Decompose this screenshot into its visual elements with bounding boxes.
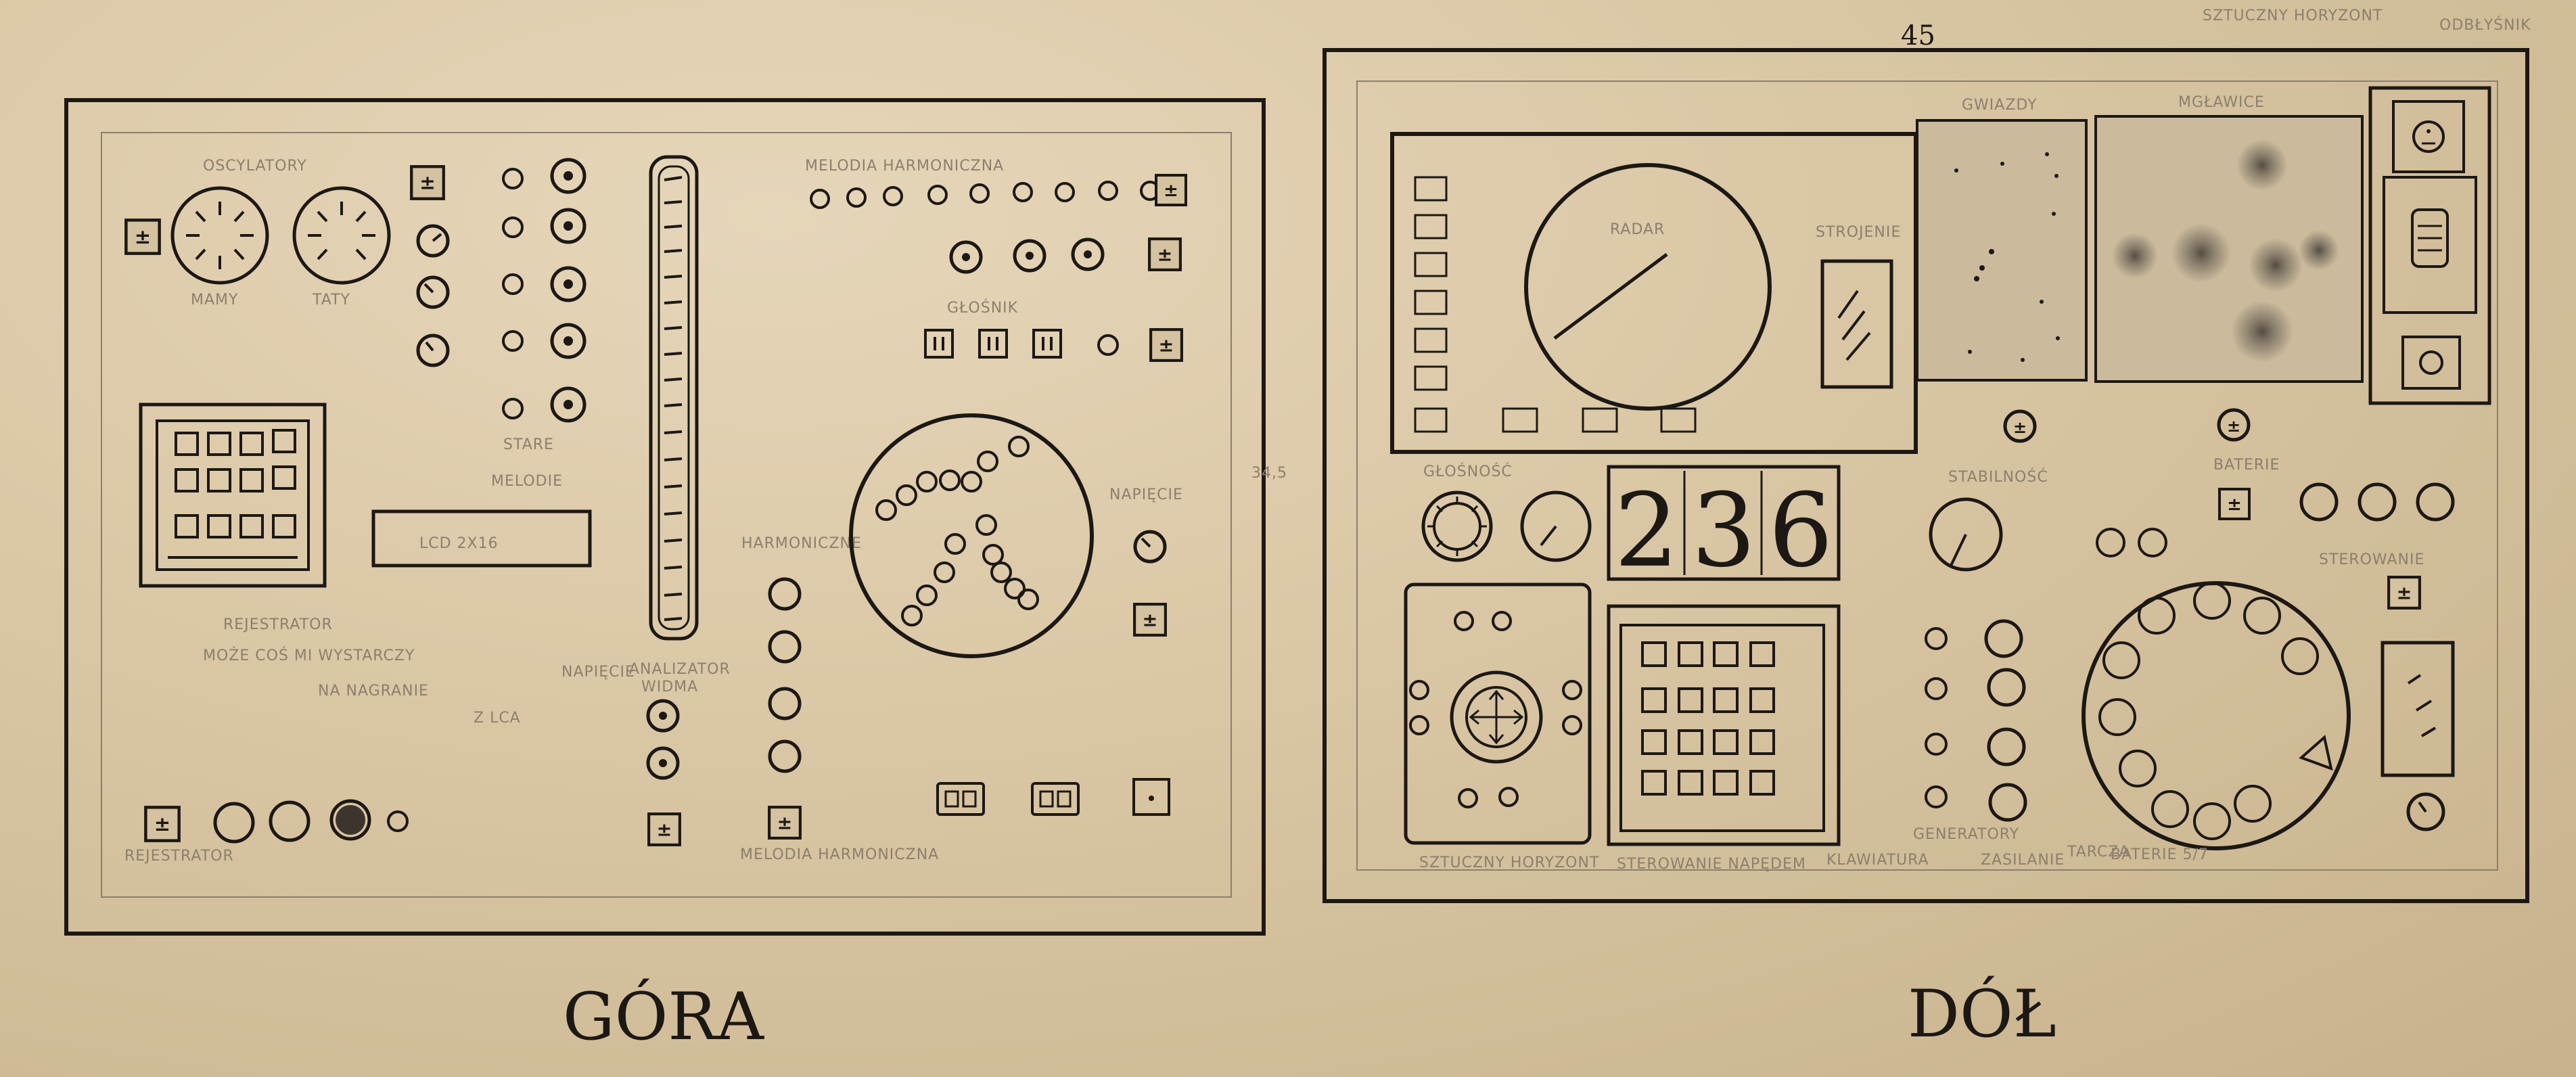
- stability-large-knob[interactable]: [1929, 497, 2003, 572]
- analyzer-label-1: ANALIZATOR: [629, 661, 731, 678]
- stars-label: GWIAZDY: [1962, 97, 2038, 114]
- plus-minus-icon[interactable]: [769, 807, 800, 838]
- bottom-note-2: STEROWANIE NAPĘDEM: [1617, 856, 1806, 873]
- bottom-switch-row[interactable]: [936, 778, 1170, 816]
- display-digit-2: 3: [1691, 472, 1755, 590]
- plus-minus-icon[interactable]: [1134, 604, 1166, 635]
- bottom-keypad[interactable]: [1607, 604, 1841, 846]
- bottom-panel-frame: [1322, 48, 2529, 903]
- screen-select-knobs[interactable]: ± ±: [2003, 408, 2251, 443]
- nebula-label: MGŁAWICE: [2178, 94, 2265, 111]
- note-line-3: NA NAGRANIE: [318, 683, 429, 700]
- top-keypad[interactable]: [139, 403, 327, 588]
- seven-segment-display: 2 3 6: [1607, 465, 1841, 590]
- lcd-label: LCD 2X16: [419, 535, 499, 552]
- registrar-buttons[interactable]: [213, 799, 409, 844]
- plus-minus-icon[interactable]: [411, 166, 444, 199]
- harmonic-melody-label: MELODIA HARMONICZNA: [740, 846, 939, 863]
- bottom-panel: 45 34,5 SZTUCZNY HORYZONT RADAR STROJENI…: [1251, 7, 2531, 1052]
- voltage-knob[interactable]: [1133, 530, 1167, 564]
- lcd-display: [371, 509, 592, 568]
- spectrum-analyzer-bar: [649, 155, 699, 641]
- dad-dial[interactable]: [292, 186, 391, 285]
- rotary-dial[interactable]: [2082, 528, 2351, 850]
- radar-screen: RADAR STROJENIE: [1390, 132, 1918, 454]
- old-melodies-switch-grid[interactable]: [502, 158, 586, 423]
- bottom-panel-title: DÓŁ: [1908, 976, 2056, 1052]
- speaker-label: GŁOŚNIK: [947, 299, 1018, 317]
- oscillators-label: OSCYLATORY: [203, 158, 307, 175]
- harmonic-melody-top-label: MELODIA HARMONICZNA: [805, 158, 1004, 175]
- plus-minus-icon[interactable]: [145, 807, 179, 840]
- plus-minus-icon[interactable]: [1155, 174, 1187, 206]
- led-row: [810, 181, 1160, 209]
- top-panel: OSCYLATORY MAMY TATY: [64, 98, 1266, 1055]
- ovals-annotation: TARCZA: [2067, 844, 2130, 861]
- panel-width-annotation: 45: [1901, 20, 1935, 51]
- svg-text:±: ±: [2013, 418, 2027, 437]
- bottom-note-4: ZASILANIE: [1981, 852, 2065, 869]
- note-line-5: NAPIĘCIE: [561, 664, 635, 681]
- steering-block[interactable]: [1404, 582, 1592, 845]
- power-meter: [2380, 641, 2455, 777]
- display-digit-3: 6: [1768, 472, 1833, 590]
- bottom-note-5: BATERIE 5/7: [2111, 846, 2209, 863]
- harmonic-label: HARMONICZNE: [741, 535, 862, 552]
- right-top-column[interactable]: [2368, 86, 2491, 405]
- top-panel-frame: [64, 98, 1266, 936]
- plus-minus-icon[interactable]: [126, 220, 159, 253]
- stability-knob[interactable]: [1520, 490, 1592, 562]
- mid-knob-row[interactable]: [949, 237, 1105, 274]
- moms-label: MAMY: [191, 292, 238, 308]
- volume-label: GŁOŚNOŚĆ: [1423, 463, 1513, 480]
- nebula-screen: MGŁAWICE: [2094, 94, 2364, 383]
- steering-label: STEROWANIE: [2319, 551, 2424, 568]
- analyzer-label-2: WIDMA: [641, 679, 698, 695]
- stars-screen: GWIAZDY: [1916, 97, 2088, 382]
- note-line-2: MOŻE COŚ MI WYSTARCZY: [203, 647, 415, 664]
- plus-minus-icon[interactable]: [1149, 239, 1180, 270]
- bottom-note-3: KLAWIATURA: [1826, 852, 1929, 869]
- old-melodies-label-1: STARE: [503, 436, 554, 453]
- reflector-annotation: ODBŁYŚNIK: [2439, 16, 2531, 34]
- note-line-1: REJESTRATOR: [223, 616, 333, 633]
- bottom-note-1: SZTUCZNY HORYZONT: [1419, 854, 1599, 871]
- plus-minus-icon[interactable]: [649, 814, 680, 845]
- volume-dial[interactable]: [1421, 490, 1493, 562]
- generators-label: GENERATORY: [1913, 826, 2019, 843]
- display-digit-1: 2: [1614, 472, 1678, 590]
- power-knob[interactable]: [2406, 792, 2445, 831]
- harmonic-knob-column[interactable]: [768, 577, 802, 773]
- generator-switches[interactable]: [1925, 619, 2027, 822]
- plus-minus-icon[interactable]: [2389, 577, 2420, 608]
- plus-minus-icon[interactable]: [1151, 329, 1182, 361]
- battery-knobs[interactable]: [2299, 482, 2455, 522]
- dads-label: TATY: [312, 292, 350, 308]
- crosshair-icon: [1469, 689, 1524, 745]
- panel-height-annotation: 34,5: [1251, 465, 1287, 482]
- svg-text:±: ±: [2227, 417, 2240, 436]
- harmonic-x-selector[interactable]: [849, 413, 1094, 658]
- top-panel-title: GÓRA: [563, 979, 765, 1055]
- batteries-label: BATERIE: [2213, 457, 2280, 474]
- tuning-label: STROJENIE: [1816, 224, 1901, 241]
- bottom-panel-inner-guide: [1356, 81, 2498, 871]
- note-line-4: Z LCA: [474, 710, 521, 727]
- radar-label: RADAR: [1610, 221, 1665, 238]
- toggle-row[interactable]: [924, 329, 1062, 359]
- voltage-label: NAPIĘCIE: [1109, 486, 1183, 503]
- plus-minus-icon[interactable]: [2218, 488, 2251, 520]
- knob-column[interactable]: [416, 224, 450, 367]
- top-strip-annotation: SZTUCZNY HORYZONT: [2203, 7, 2383, 24]
- mom-dial[interactable]: [170, 186, 269, 285]
- analyzer-knobs[interactable]: [646, 699, 680, 780]
- registrar-label: REJESTRATOR: [124, 848, 234, 865]
- old-melodies-label-2: MELODIE: [491, 473, 563, 490]
- stability-label: STABILNOŚĆ: [1948, 468, 2048, 486]
- top-panel-inner-guide: [101, 132, 1232, 898]
- speaker-led: [1097, 334, 1119, 356]
